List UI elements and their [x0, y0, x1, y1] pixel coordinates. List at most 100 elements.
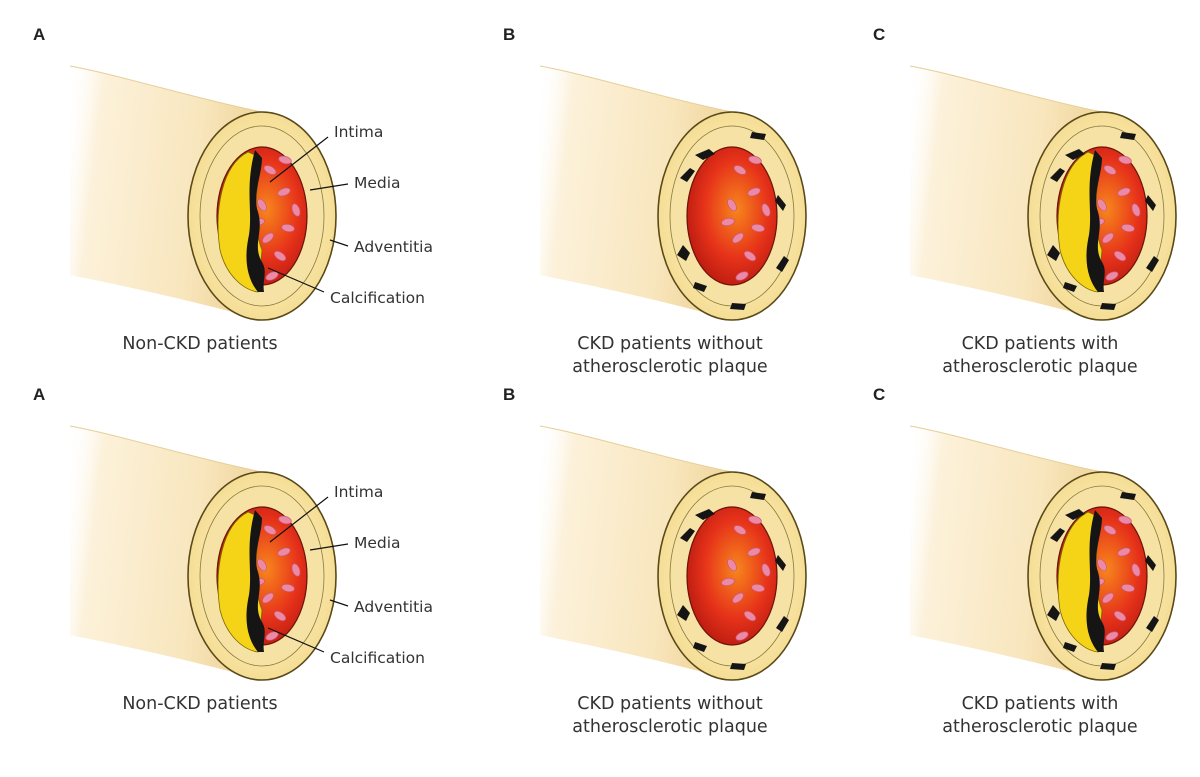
adventitia-label: Adventitia: [354, 238, 433, 256]
blood-cell: [1117, 187, 1131, 197]
media-calcification: [1146, 616, 1159, 632]
media-calcification: [776, 616, 789, 632]
media-leader: [309, 183, 349, 191]
blood-cell: [748, 515, 762, 525]
caption-line: Non-CKD patients: [122, 334, 278, 354]
caption-line: CKD patients without: [577, 694, 763, 714]
media-calcification: [776, 256, 789, 272]
panel-letter: C: [873, 25, 886, 44]
intimal-calcification: [246, 510, 265, 652]
blood-cell: [1113, 610, 1127, 622]
blood-cell: [257, 198, 267, 212]
calcification-leader: [267, 627, 325, 653]
blood-cell: [747, 187, 761, 197]
caption-line: CKD patients with: [961, 694, 1119, 714]
media-calcification: [750, 132, 766, 140]
panel-caption: CKD patients without atherosclerotic pla…: [470, 333, 870, 379]
calcification-label: Calcification: [330, 649, 425, 667]
blood-cell: [265, 271, 279, 281]
adventitia-label: Adventitia: [354, 598, 433, 616]
blood-cell: [291, 563, 301, 577]
caption-line: CKD patients without: [577, 334, 763, 354]
lumen: [686, 506, 778, 646]
media-calcification: [750, 492, 766, 500]
vessel-illustration: [539, 425, 807, 681]
intimal-calcification: [1086, 150, 1105, 292]
blood-cell: [748, 155, 762, 165]
caption-line: atherosclerotic plaque: [942, 717, 1138, 737]
panel-caption: Non-CKD patients: [0, 333, 400, 356]
blood-cell: [1097, 198, 1107, 212]
blood-cell: [281, 223, 295, 233]
media-calcification: [1120, 492, 1136, 500]
media-calcification: [1120, 132, 1136, 140]
blood-cell: [735, 631, 749, 641]
blood-cell: [1117, 547, 1131, 557]
blood-cell: [278, 515, 292, 525]
intima-label: Intima: [334, 123, 383, 141]
blood-cell: [1131, 203, 1141, 217]
vessel-edge: [539, 65, 733, 113]
media-calcification: [1100, 303, 1116, 310]
blood-cell: [727, 558, 737, 572]
media-calcification: [1050, 528, 1065, 542]
blood-cell: [733, 165, 747, 175]
blood-cell: [1118, 155, 1132, 165]
blood-cell: [1105, 631, 1119, 641]
blood-cell: [761, 203, 771, 217]
blood-cell: [1121, 223, 1135, 233]
blood-cell: [277, 187, 291, 197]
intimal-calcification: [1086, 510, 1105, 652]
blood-cell: [281, 583, 295, 593]
panel-caption: CKD patients with atherosclerotic plaque: [840, 333, 1200, 379]
panel-letter: C: [873, 385, 886, 404]
media-calcification: [695, 149, 715, 160]
blood-cell: [727, 198, 737, 212]
caption-line: atherosclerotic plaque: [572, 717, 768, 737]
media-calcification: [1145, 195, 1156, 211]
media-calcification: [1100, 663, 1116, 670]
media-calcification: [695, 509, 715, 520]
blood-cell: [1121, 583, 1135, 593]
blood-cell: [1102, 232, 1114, 244]
blood-cell: [263, 165, 277, 175]
media-calcification: [693, 282, 707, 292]
blood-cell: [273, 610, 287, 622]
blood-cell: [1102, 592, 1114, 604]
media-calcification: [1047, 245, 1060, 261]
intima-label: Intima: [334, 483, 383, 501]
blood-cell: [733, 525, 747, 535]
media-calcification: [1065, 149, 1085, 160]
media-calcification: [693, 642, 707, 652]
blood-cell: [1103, 525, 1117, 535]
panel-c-row1: C CKD patients with atherosclerotic plaq…: [840, 0, 1200, 377]
blood-cell: [732, 592, 744, 604]
adventitia-leader: [329, 599, 349, 607]
blood-cell: [747, 547, 761, 557]
calcification-label: Calcification: [330, 289, 425, 307]
blood-cell: [743, 610, 757, 622]
media-calcification: [1047, 605, 1060, 621]
blood-cell: [1103, 165, 1117, 175]
panel-b-row1: B CKD patients without atherosclerotic p…: [470, 0, 870, 377]
media-calcification: [677, 605, 690, 621]
vessel-illustration: [909, 65, 1177, 321]
panel-b-row2: B CKD patients without atherosclerotic p…: [470, 360, 870, 737]
panel-c-row2: C CKD patients with atherosclerotic plaq…: [840, 360, 1200, 737]
blood-cell: [721, 217, 735, 227]
media-calcification: [1065, 509, 1085, 520]
intima-leader: [269, 136, 329, 183]
blood-cell: [751, 223, 765, 233]
blood-cell: [278, 155, 292, 165]
caption-line: atherosclerotic plaque: [942, 357, 1138, 377]
calcification-leader: [267, 267, 325, 293]
blood-cell: [1097, 558, 1107, 572]
media-label: Media: [354, 174, 401, 192]
blood-cell: [1105, 271, 1119, 281]
media-leader: [309, 543, 349, 551]
panel-letter: A: [33, 385, 46, 404]
lumen: [686, 146, 778, 286]
panel-caption: Non-CKD patients: [0, 693, 400, 716]
